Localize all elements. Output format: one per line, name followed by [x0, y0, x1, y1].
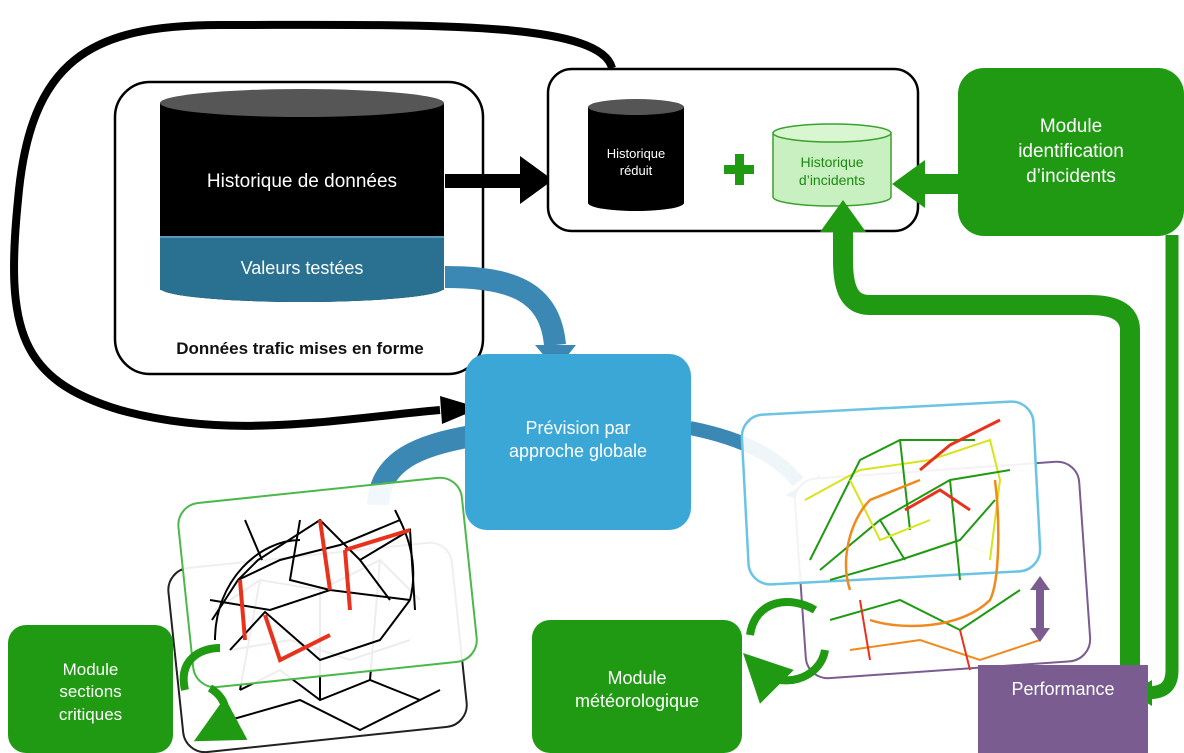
historique-incidents-label: Historique d’incidents [798, 153, 866, 188]
plus-sign-shape [724, 154, 754, 185]
arrow-module-to-incidents [892, 160, 960, 208]
arrow-valeurs-to-prevision [444, 266, 566, 347]
arrow-performance-to-incidents-head [820, 200, 866, 232]
historique-reduit-label: Historique réduit [606, 146, 666, 178]
donnees-trafic-label: Données trafic mises en forme [176, 338, 424, 358]
module-meteo-label: Module météorologique [574, 667, 700, 711]
performance-box [978, 665, 1148, 753]
arrow-performance-to-incidents [833, 230, 1140, 665]
arrow-meteo-performance [1030, 576, 1050, 642]
valeurs-testees-label: Valeurs testées [240, 258, 364, 279]
module-meteo-box [532, 620, 742, 753]
historique-donnees-label: Historique de données [206, 170, 398, 192]
module-sections-box [8, 625, 173, 753]
network-meteo [740, 400, 1092, 680]
module-incidents-label: Module identification d’incidents [1018, 116, 1124, 187]
arrow-to-historique-reduit [445, 156, 553, 204]
module-sections-label: Module sections critiques [58, 660, 123, 724]
historique-donnees-cylinder [160, 89, 444, 302]
feedback-loop-arrowhead [440, 396, 480, 424]
historique-reduit-cylinder [588, 99, 684, 211]
network-sections-critiques [167, 476, 478, 753]
performance-label: Performance [1011, 679, 1115, 700]
module-incidents-box [958, 68, 1184, 236]
cycle-arrow-sections [179, 644, 226, 730]
historique-incidents-cylinder [772, 123, 892, 207]
arrow-incidents-to-performance [1144, 235, 1179, 700]
feedback-loop-arrow [10, 20, 616, 430]
prevision-label: Prévision par approche globale [508, 417, 648, 461]
prevision-box [465, 354, 691, 530]
cycle-arrow-meteo [750, 598, 829, 680]
